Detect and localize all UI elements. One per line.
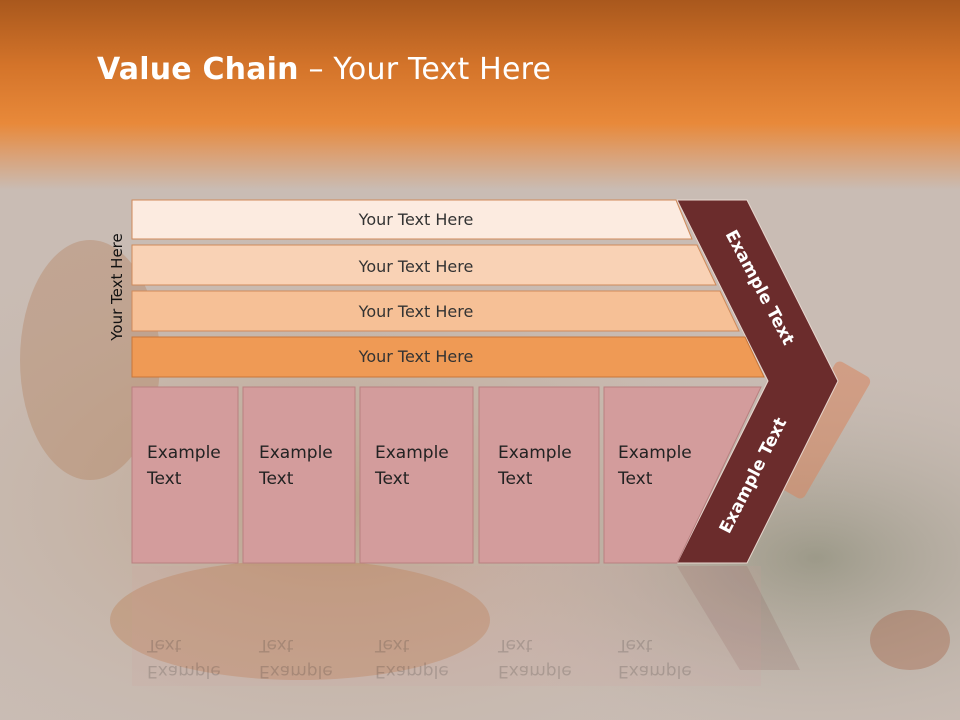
bar-3 <box>131 290 740 332</box>
column-4-label: Example Text <box>498 443 572 489</box>
chevron-arrow <box>676 199 839 564</box>
bar-1 <box>131 199 693 240</box>
column-2-label: Example Text <box>259 443 333 489</box>
column-4-reflection-label: Example Text <box>498 635 572 681</box>
column-5-label: Example Text <box>618 443 692 489</box>
title-bold: Value Chain <box>97 52 299 87</box>
column-reflection <box>132 566 761 686</box>
column-4 <box>478 386 600 564</box>
column-3-reflection-label: Example Text <box>375 635 449 681</box>
bar-2 <box>131 244 717 286</box>
bar-2-label: Your Text Here <box>358 257 474 276</box>
bar-3-label: Your Text Here <box>358 302 474 321</box>
column-1-reflection-label: Example Text <box>147 635 221 681</box>
bar-1-label: Your Text Here <box>358 210 474 229</box>
column-2 <box>242 386 356 564</box>
column-3-label: Example Text <box>375 443 449 489</box>
chevron-reflection <box>677 566 800 670</box>
column-2-reflection-label: Example Text <box>259 635 333 681</box>
bar-4 <box>131 336 765 378</box>
title-rest: – Your Text Here <box>298 52 552 87</box>
column-1-label: Example Text <box>147 443 221 489</box>
column-5-reflection-label: Example Text <box>618 635 692 681</box>
column-3 <box>359 386 474 564</box>
column-1 <box>131 386 239 564</box>
column-5 <box>603 386 762 564</box>
title-banner <box>0 0 960 190</box>
page-title: Value Chain – Your Text Here <box>97 52 551 87</box>
bar-4-label: Your Text Here <box>358 347 474 366</box>
